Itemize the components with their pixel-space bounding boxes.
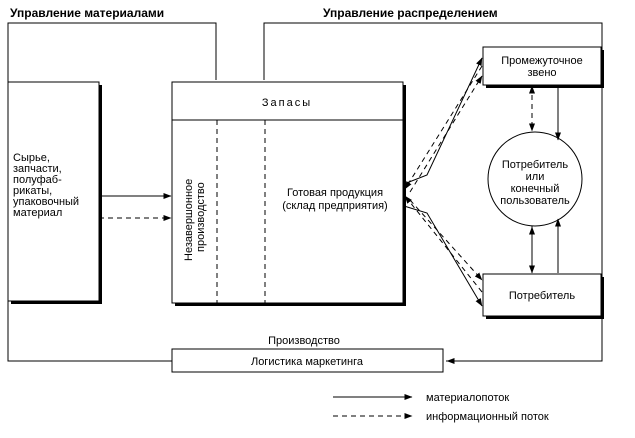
legend-material-label: материалопоток <box>426 392 509 404</box>
goods-to-intermediate-material <box>403 57 483 185</box>
goods-to-intermediate-info <box>409 75 483 193</box>
svg-text:звено: звено <box>527 67 556 79</box>
svg-text:Готовая продукция: Готовая продукция <box>287 187 383 199</box>
svg-text:пользователь: пользователь <box>500 195 570 207</box>
svg-text:конечный: конечный <box>511 183 560 195</box>
intermediate-to-goods-info <box>404 65 483 190</box>
svg-text:Потребитель: Потребитель <box>502 159 568 171</box>
intermediate-link-box: Промежуточное звено <box>482 46 604 88</box>
svg-text:Логистика маркетинга: Логистика маркетинга <box>251 356 364 368</box>
legend: материалопоток информационный поток <box>333 392 549 423</box>
svg-text:Незавершонное: Незавершонное <box>183 179 195 261</box>
svg-text:полуфаб-: полуфаб- <box>13 174 62 186</box>
goods-to-consumer-info <box>409 199 483 281</box>
raw-materials-box: Сырье, запчасти, полуфаб- рикаты, упаков… <box>7 81 102 304</box>
stocks-box: Запасы Незавершонное производство Готова… <box>171 81 406 306</box>
svg-text:Запасы: Запасы <box>262 97 312 109</box>
svg-text:Потребитель: Потребитель <box>509 290 575 302</box>
materials-management-title: Управление материалами <box>10 6 164 20</box>
svg-text:запчасти,: запчасти, <box>13 163 62 175</box>
distribution-management-title: Управление распределением <box>323 6 498 20</box>
svg-text:Промежуточное: Промежуточное <box>501 55 583 67</box>
legend-info-label: информационный поток <box>426 411 549 423</box>
svg-text:(склад предприятия): (склад предприятия) <box>282 200 387 212</box>
svg-text:или: или <box>526 171 545 183</box>
svg-text:рикаты,: рикаты, <box>13 185 52 197</box>
marketing-logistics-box: Логистика маркетинга <box>171 348 444 373</box>
distribution-frame <box>263 22 603 362</box>
svg-text:материал: материал <box>13 207 62 219</box>
materials-frame <box>7 22 217 362</box>
consumer-box: Потребитель <box>482 273 604 319</box>
svg-text:упаковочный: упаковочный <box>13 196 79 208</box>
goods-to-consumer-material <box>403 205 483 307</box>
svg-text:Сырье,: Сырье, <box>13 152 50 164</box>
production-label: Производство <box>268 335 340 347</box>
end-consumer-circle: Потребитель или конечный пользователь <box>487 131 583 227</box>
svg-text:производство: производство <box>195 182 207 252</box>
consumer-to-goods-info <box>404 195 483 293</box>
